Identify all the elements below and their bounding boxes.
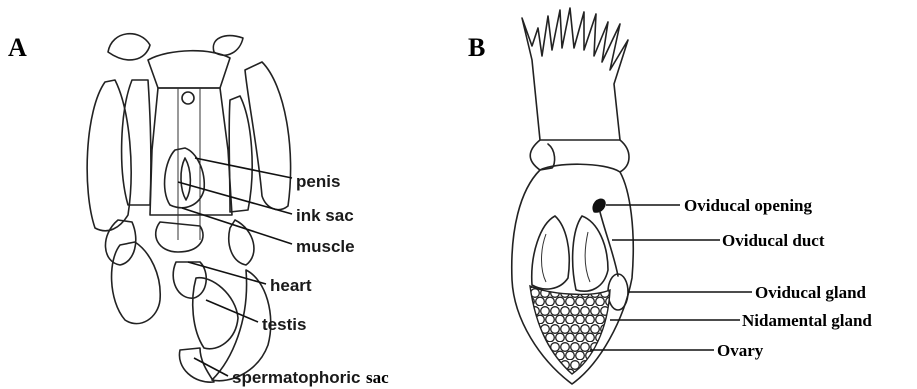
gut-canal <box>178 88 200 240</box>
testis-leader <box>206 300 258 322</box>
left-lower-lobe <box>112 242 161 324</box>
nidamental-gland-left <box>532 216 569 289</box>
oviducal-opening-shape <box>593 199 605 212</box>
nidamental-ridges <box>542 232 591 282</box>
label-heart: heart <box>270 276 312 295</box>
esophagus-knot <box>182 92 194 104</box>
label-nidamental-gland: Nidamental gland <box>742 311 872 330</box>
ink-sac-leader <box>178 182 292 214</box>
oviducal-duct-shape <box>600 212 618 276</box>
left-gill <box>87 80 131 231</box>
testis-shape <box>193 278 238 349</box>
left-head-fin <box>108 34 150 60</box>
label-sac: sac <box>366 368 389 387</box>
penis-leader <box>195 158 292 178</box>
label-ink-sac: ink sac <box>296 206 354 225</box>
ovary-shape <box>530 286 610 374</box>
label-oviducal-duct: Oviducal duct <box>722 231 825 250</box>
panel-a-letter: A <box>8 33 27 62</box>
male-reproductive-illustration <box>87 34 290 382</box>
oviducal-gland-shape <box>608 274 628 310</box>
label-spermatophoric: spermatophoric <box>232 368 360 387</box>
heart-leader <box>188 262 266 284</box>
female-reproductive-illustration <box>512 8 634 384</box>
tentacles <box>522 8 628 140</box>
label-oviducal-opening: Oviducal opening <box>684 196 813 215</box>
head-funnel <box>148 51 230 88</box>
label-muscle: muscle <box>296 237 355 256</box>
muscle-blob <box>156 222 203 252</box>
label-ovary: Ovary <box>717 341 764 360</box>
penis-shape <box>181 158 190 200</box>
nidamental-gland-right <box>573 216 608 291</box>
right-head-fin <box>213 36 243 55</box>
label-oviducal-gland: Oviducal gland <box>755 283 867 302</box>
label-testis: testis <box>262 315 306 334</box>
panel-b-letter: B <box>468 33 485 62</box>
label-penis: penis <box>296 172 340 191</box>
right-inner-gill <box>229 96 252 212</box>
heart-shape <box>173 262 206 298</box>
left-inner-gill <box>122 80 151 205</box>
